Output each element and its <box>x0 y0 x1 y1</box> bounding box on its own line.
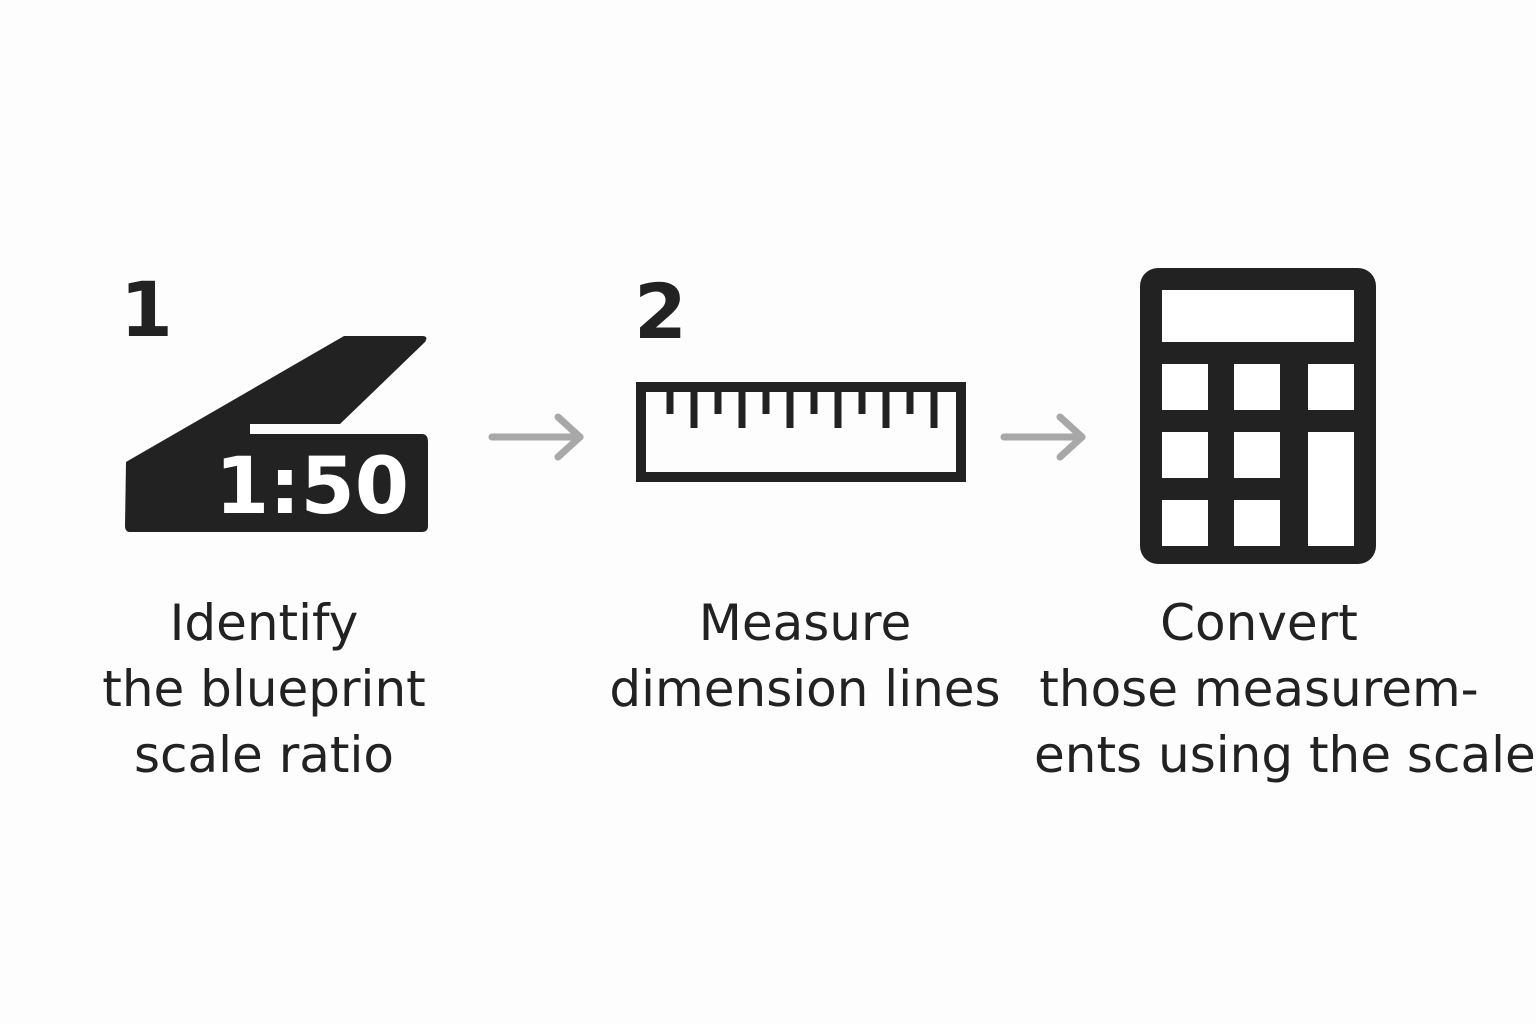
step-2-number: 2 <box>634 267 687 356</box>
step-3-label-line-1: Convert <box>1160 594 1358 652</box>
calculator-icon <box>1140 268 1376 564</box>
ruler-icon <box>636 382 966 482</box>
step-1-label: Identify the blueprint scale ratio <box>72 590 456 788</box>
step-1-label-line-3: scale ratio <box>133 726 394 784</box>
step-2-label: Measure dimension lines <box>590 590 1020 722</box>
arrow-right-icon <box>488 413 584 461</box>
step-1-label-line-1: Identify <box>169 594 359 652</box>
scale-ratio-icon: 1:50 <box>125 336 428 532</box>
step-1-number: 1 <box>120 265 173 354</box>
step-3-label-line-2: those measurem- <box>1039 660 1479 718</box>
step-2-label-line-1: Measure <box>698 594 912 652</box>
arrow-right-icon <box>1000 413 1086 461</box>
step-2-label-line-2: dimension lines <box>609 660 1001 718</box>
scale-ratio-text: 1:50 <box>215 442 409 532</box>
step-1-label-line-2: the blueprint <box>102 660 426 718</box>
step-3-label: Convert those measurem- ents using the s… <box>1034 590 1536 788</box>
step-3-label-line-3: ents using the scale <box>1034 726 1536 784</box>
